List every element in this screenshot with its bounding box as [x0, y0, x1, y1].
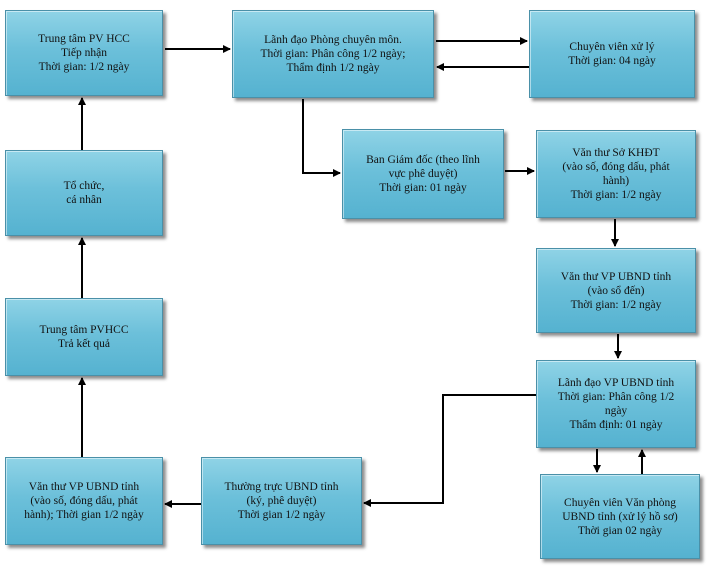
box-line: Thời gian 02 ngày	[577, 524, 663, 537]
pvhcc-return-box: Trung tâm PVHCC Trả kết quả	[5, 298, 163, 376]
box-line: UBND tỉnh (xử lý hồ sơ)	[562, 510, 678, 523]
box-line: Thời gian: 1/2 ngày	[570, 298, 662, 311]
ubnd-office-leader-box: Lãnh đạo VP UBND tỉnh Thời gian: Phân cô…	[536, 360, 696, 448]
clerk-ubnd-out-box: Văn thư VP UBND tỉnh (vào số, đóng dấu, …	[5, 457, 163, 545]
box-line: Lãnh đạo VP UBND tỉnh	[557, 377, 675, 389]
box-line: (vào số, đóng dấu, phát	[30, 495, 138, 507]
box-line: Ban Giám đốc (theo lĩnh	[366, 154, 480, 166]
box-line: Chuyên viên Văn phòng	[564, 496, 676, 509]
box-line: Trả kết quả	[58, 338, 110, 350]
box-line: Thời gian 1/2 ngày	[237, 509, 326, 521]
dept-leader-box: Lãnh đạo Phòng chuyên môn. Thời gian: Ph…	[232, 10, 434, 98]
box-line: hành); Thời gian 1/2 ngày	[24, 509, 144, 521]
box-line: Lãnh đạo Phòng chuyên môn.	[264, 34, 402, 46]
box-line: Trung tâm PVHCC	[39, 324, 129, 336]
box-line: Thường trực UBND tỉnh	[224, 481, 339, 493]
box-line: (ký, phê duyệt)	[246, 495, 317, 507]
box-line: Văn thư VP UBND tỉnh	[560, 270, 672, 283]
box-line: (vào sổ đến)	[587, 284, 645, 297]
box-line: vực phê duyệt)	[388, 168, 458, 180]
box-line: Thời gian: 04 ngày	[568, 55, 656, 67]
box-line: Tổ chức,	[63, 180, 105, 192]
specialist-box: Chuyên viên xử lý Thời gian: 04 ngày	[529, 10, 695, 98]
box-line: Chuyên viên xử lý	[569, 41, 655, 53]
box-line: Văn thư VP UBND tỉnh	[28, 481, 140, 493]
box-line: Thời gian: Phân công 1/2	[557, 391, 675, 403]
board-directors-box: Ban Giám đốc (theo lĩnh vực phê duyệt) T…	[342, 129, 504, 219]
clerk-ubnd-in-box: Văn thư VP UBND tỉnh (vào sổ đến) Thời g…	[536, 248, 696, 333]
box-line: hành)	[602, 175, 630, 187]
org-individual-box: Tổ chức, cá nhân	[5, 150, 163, 236]
arrow-dept-leader-to-board	[302, 99, 341, 177]
arrow-office-leader-to-standing	[363, 394, 536, 507]
ubnd-standing-box: Thường trực UBND tỉnh (ký, phê duyệt) Th…	[201, 457, 362, 545]
box-line: (vào số, đóng dấu, phát	[562, 161, 670, 173]
pvhcc-receive-box: Trung tâm PV HCC Tiếp nhận Thời gian: 1/…	[5, 10, 163, 96]
box-line: Thời gian: 1/2 ngày	[570, 189, 662, 201]
box-line: Thời gian: 01 ngày	[379, 182, 467, 194]
box-line: Thẩm định 1/2 ngày	[286, 62, 380, 74]
box-line: Tiếp nhận	[61, 47, 107, 59]
box-line: Thời gian: Phân công 1/2 ngày;	[260, 48, 406, 60]
ubnd-office-specialist-box: Chuyên viên Văn phòng UBND tỉnh (xử lý h…	[540, 474, 700, 559]
box-line: Thời gian: 1/2 ngày	[38, 61, 130, 73]
box-line: Thẩm định: 01 ngày	[569, 419, 663, 431]
clerk-khdt-box: Văn thư Sở KHĐT (vào số, đóng dấu, phát …	[536, 130, 696, 218]
box-line: Văn thư Sở KHĐT	[572, 147, 660, 159]
box-line: ngày	[604, 405, 628, 417]
box-line: Trung tâm PV HCC	[38, 33, 130, 45]
box-line: cá nhân	[66, 194, 102, 206]
